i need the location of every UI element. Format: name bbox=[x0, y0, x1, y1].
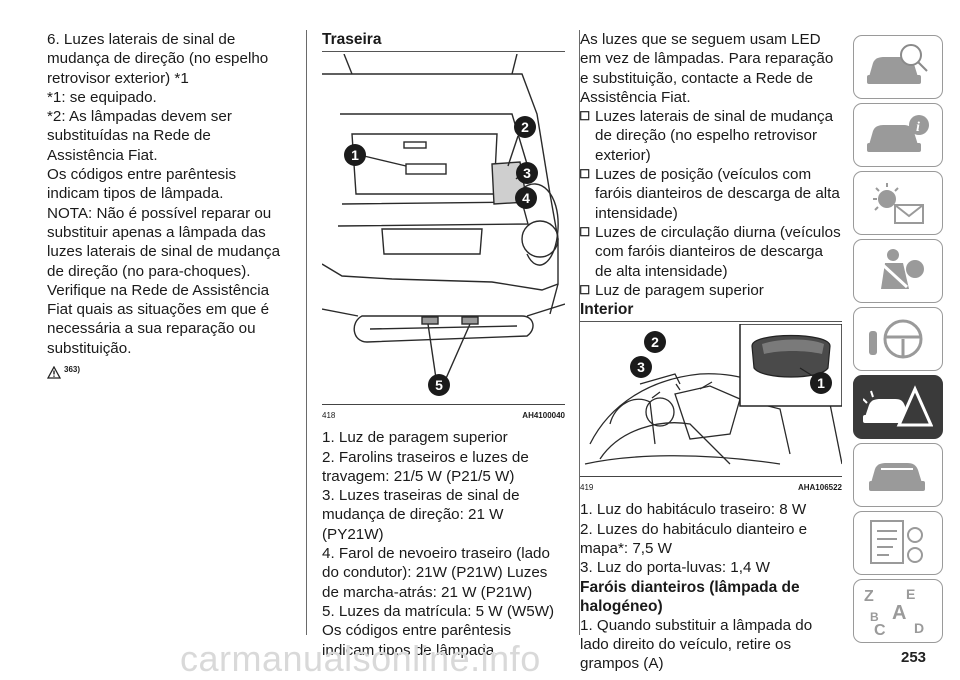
section-heading-headlamps: Faróis dianteiros (lâmpada de halogéneo) bbox=[580, 578, 800, 615]
cabin-interior-illustration bbox=[584, 323, 843, 465]
section-heading-rear: Traseira bbox=[322, 31, 382, 48]
list-item: 5. Luzes da matrícula: 5 W (W5W) Os códi… bbox=[322, 602, 555, 659]
section-heading-interior: Interior bbox=[580, 301, 634, 319]
list-item: 3. Luz do porta-luvas: 1,4 W bbox=[580, 559, 770, 577]
watermark: carmanualsonline.info bbox=[180, 638, 541, 679]
tab-maintenance[interactable] bbox=[853, 443, 943, 507]
list-item: Luzes laterais de sinal de mudança de di… bbox=[580, 107, 842, 165]
bullet-text: Luzes de circulação diurna (veículos com… bbox=[595, 223, 841, 280]
bullet-text: Luz de paragem superior bbox=[595, 281, 764, 299]
index-letter: Z bbox=[864, 588, 874, 605]
tab-warnings[interactable] bbox=[853, 171, 943, 235]
square-bullet-icon bbox=[580, 165, 595, 223]
heading-rule bbox=[322, 51, 565, 52]
list-item: Luz de paragem superior bbox=[580, 281, 842, 300]
figure-418-rear-lights: 1 2 3 4 5 bbox=[321, 53, 566, 405]
figure-code: AHA106522 bbox=[797, 483, 842, 493]
steering-key-icon bbox=[869, 319, 923, 359]
tab-index[interactable]: Z E A B C D bbox=[853, 579, 943, 643]
page-number: 253 bbox=[901, 649, 927, 666]
tab-emergency[interactable] bbox=[853, 375, 943, 439]
tab-safety[interactable] bbox=[853, 239, 943, 303]
warning-triangle-icon bbox=[47, 366, 61, 379]
car-breakdown-warning-icon bbox=[863, 385, 933, 427]
rear-truck-illustration bbox=[321, 53, 566, 393]
list-item: 1. Luz do habitáculo traseiro: 8 W bbox=[580, 501, 807, 519]
paragraph: *1: se equipado. bbox=[47, 88, 157, 106]
warning-ref-number: 363) bbox=[64, 365, 81, 375]
list-item: Luzes de posição (veículos com faróis di… bbox=[580, 165, 842, 223]
list-item: 3. Luzes traseiras de sinal de mudança d… bbox=[322, 487, 520, 543]
list-item: 2. Farolins traseiros e luzes de travage… bbox=[322, 448, 529, 485]
list-item: 2. Luzes do habitáculo dianteiro e mapa*… bbox=[580, 520, 808, 558]
list-item: 4. Farol de nevoeiro traseiro (lado do c… bbox=[322, 545, 550, 601]
car-info-icon: i bbox=[867, 115, 929, 152]
column-1: 6. Luzes laterais de sinal de mudança de… bbox=[47, 30, 283, 379]
index-letter: A bbox=[892, 602, 906, 624]
paragraph: 6. Luzes laterais de sinal de mudança de… bbox=[47, 31, 269, 87]
figure-number: 418 bbox=[322, 411, 336, 420]
index-letter: C bbox=[874, 622, 886, 639]
callout-5: 5 bbox=[428, 374, 450, 396]
callout-1: 1 bbox=[810, 372, 832, 395]
tab-starting-driving[interactable] bbox=[853, 307, 943, 371]
figure-caption: 418 AH4100040 bbox=[322, 406, 565, 425]
heading-rule bbox=[580, 321, 842, 323]
square-bullet-icon bbox=[580, 281, 595, 300]
list-item: Luzes de circulação diurna (veículos com… bbox=[580, 223, 842, 281]
callout-2: 2 bbox=[514, 116, 536, 138]
callout-4: 4 bbox=[515, 187, 537, 209]
figure-caption: 419 AHA106522 bbox=[580, 478, 842, 497]
callout-2: 2 bbox=[644, 331, 666, 354]
callout-3: 3 bbox=[516, 162, 538, 184]
figure-419-interior-lights: 1 2 3 bbox=[580, 323, 843, 478]
alphabetical-index-icon: Z E A B C D bbox=[864, 586, 924, 639]
airbag-seatbelt-icon bbox=[881, 249, 924, 289]
callout-1: 1 bbox=[344, 144, 366, 166]
warning-reference: 363) bbox=[47, 360, 283, 379]
tab-knowing-vehicle[interactable] bbox=[853, 35, 943, 99]
figure-code: AH4100040 bbox=[522, 411, 565, 420]
column-divider bbox=[579, 30, 580, 635]
column-2: Traseira bbox=[321, 30, 566, 660]
tab-technical-data[interactable] bbox=[853, 511, 943, 575]
index-letter: B bbox=[870, 610, 879, 624]
bullet-text: Luzes de posição (veículos com faróis di… bbox=[595, 166, 840, 222]
square-bullet-icon bbox=[580, 223, 595, 281]
paragraph: *2: As lâmpadas devem ser substituídas n… bbox=[47, 108, 232, 164]
car-maintenance-icon bbox=[869, 463, 925, 491]
index-letter: E bbox=[906, 586, 915, 602]
list-item: 1. Luz de paragem superior bbox=[322, 429, 508, 447]
index-letter: D bbox=[914, 620, 924, 636]
intro-paragraph: As luzes que se seguem usam LED em vez d… bbox=[580, 31, 834, 106]
tab-dashboard[interactable]: i bbox=[853, 103, 943, 167]
specs-gear-icon bbox=[870, 520, 923, 564]
callout-3: 3 bbox=[630, 356, 652, 379]
column-3: As luzes que se seguem usam LED em vez d… bbox=[580, 30, 843, 674]
chapter-sidebar: i bbox=[853, 35, 945, 647]
paragraph: NOTA: Não é possível reparar ou substitu… bbox=[47, 204, 281, 357]
figure-number: 419 bbox=[580, 483, 594, 493]
column-divider bbox=[306, 30, 307, 635]
bullet-text: Luzes laterais de sinal de mudança de di… bbox=[595, 108, 834, 164]
car-search-icon bbox=[867, 44, 928, 84]
svg-text:i: i bbox=[916, 120, 920, 135]
square-bullet-icon bbox=[580, 107, 595, 165]
warning-light-message-icon bbox=[873, 183, 924, 224]
paragraph: Os códigos entre parêntesis indicam tipo… bbox=[47, 166, 237, 203]
paragraph: 1. Quando substituir a lâmpada do lado d… bbox=[580, 616, 813, 673]
